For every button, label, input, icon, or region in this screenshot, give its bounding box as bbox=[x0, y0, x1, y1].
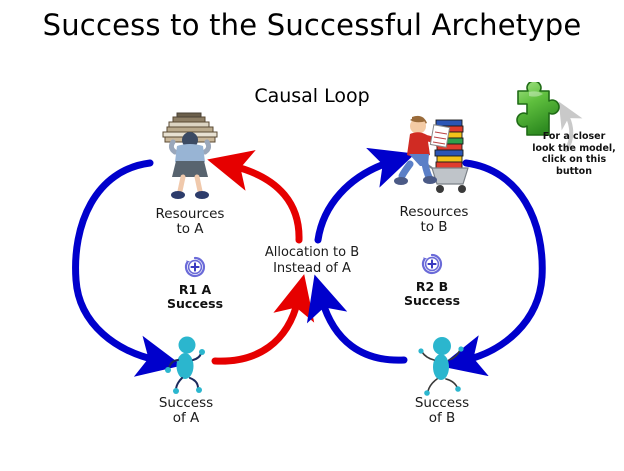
puzzle-button-hint: For a closer look the model, click on th… bbox=[532, 131, 616, 177]
green-puzzle-piece-icon[interactable] bbox=[505, 80, 567, 144]
node-label-success-b: Success of B bbox=[414, 395, 470, 426]
running-stick-figure-icon bbox=[158, 336, 214, 396]
reinforcing-loop-plus-icon bbox=[183, 255, 207, 279]
loop-label-r1: R1 A Success bbox=[166, 282, 224, 311]
link-allocation-to-resources-b bbox=[314, 147, 416, 244]
node-label-resources-a: Resources to A bbox=[155, 206, 225, 237]
diagram-subtitle: Causal Loop bbox=[254, 85, 370, 107]
celebrating-stick-figure-icon bbox=[412, 336, 472, 398]
link-success-b-to-allocation bbox=[306, 274, 408, 364]
link-allocation-to-resources-a bbox=[207, 150, 303, 244]
node-label-allocation: Allocation to B Instead of A bbox=[264, 245, 360, 276]
person-pushing-book-cart-icon bbox=[392, 108, 476, 204]
link-resources-a-to-success-a bbox=[72, 159, 183, 377]
link-resources-b-to-success-b bbox=[440, 159, 546, 377]
node-label-resources-b: Resources to B bbox=[399, 204, 469, 235]
person-carrying-books-icon bbox=[155, 112, 225, 204]
node-label-success-a: Success of A bbox=[158, 395, 214, 426]
loop-label-r2: R2 B Success bbox=[403, 279, 461, 308]
curved-arrow-icon bbox=[558, 101, 583, 152]
link-success-a-to-allocation bbox=[211, 274, 315, 365]
page-title: Success to the Successful Archetype bbox=[42, 8, 582, 42]
reinforcing-loop-plus-icon bbox=[420, 252, 444, 276]
